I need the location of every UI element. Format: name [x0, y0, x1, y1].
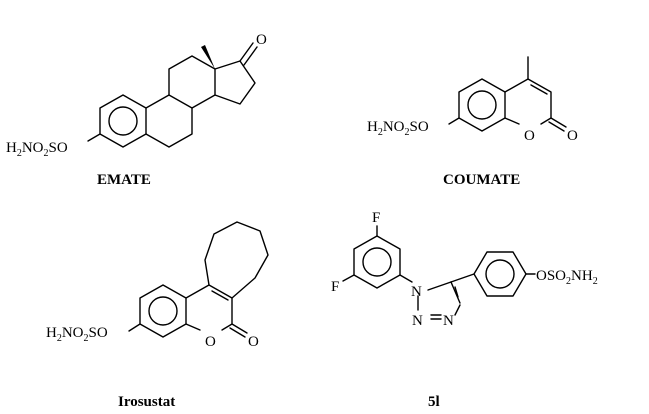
coumate-caption: COUMATE — [443, 172, 520, 188]
compound-5l-fluorine-left: F — [331, 279, 339, 295]
coumate-sulfamate-group: H2NO2SO — [367, 119, 429, 138]
coumate-ring-oxygen: O — [524, 128, 535, 144]
compound-5l-triazole-n3: N — [443, 313, 454, 329]
emate-structure: O H2NO2SO EMATE — [6, 32, 267, 188]
irosustat-ring-oxygen: O — [205, 334, 216, 350]
compound-5l-sulfamate-group: OSO2NH2 — [536, 268, 598, 287]
irosustat-caption: Irosustat — [118, 394, 175, 410]
compound-5l-fluorine-top: F — [372, 210, 380, 226]
compound-5l-caption: 5l — [428, 394, 440, 410]
emate-sulfamate-group: H2NO2SO — [6, 140, 68, 159]
compound-5l-structure: F F N N N OSO2NH2 5l — [331, 210, 598, 410]
coumate-carbonyl-oxygen: O — [567, 128, 578, 144]
coumate-structure: O O H2NO2SO COUMATE — [367, 56, 578, 188]
irosustat-sulfamate-group: H2NO2SO — [46, 325, 108, 344]
irosustat-carbonyl-oxygen: O — [248, 334, 259, 350]
compound-5l-triazole-n1: N — [411, 284, 422, 300]
irosustat-structure: O O H2NO2SO Irosustat — [46, 221, 269, 410]
compound-5l-triazole-n2: N — [412, 313, 423, 329]
emate-caption: EMATE — [97, 172, 151, 188]
emate-ketone-oxygen: O — [256, 32, 267, 48]
